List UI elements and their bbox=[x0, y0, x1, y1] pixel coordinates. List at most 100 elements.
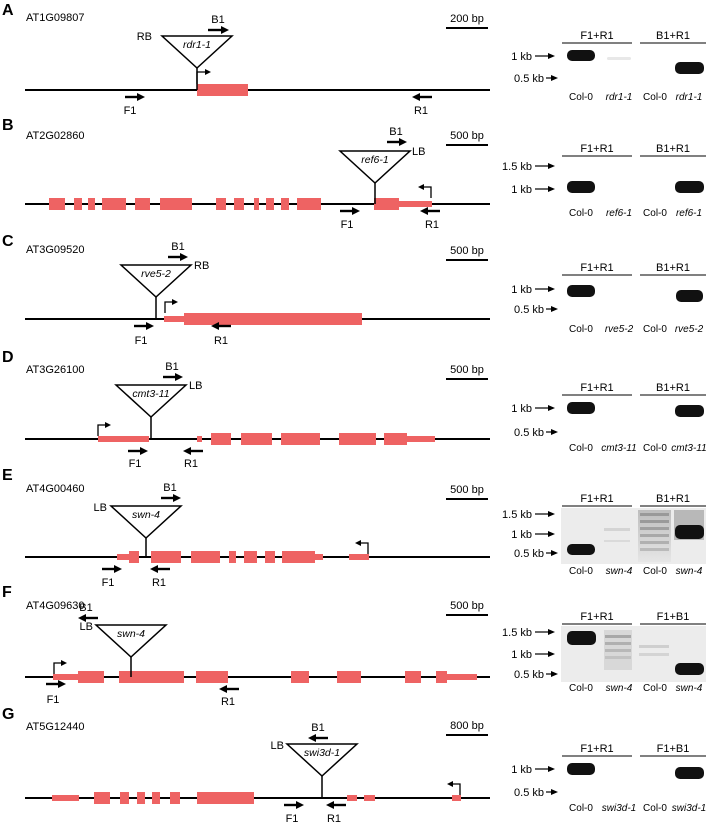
exon bbox=[297, 198, 321, 210]
tdna-border-label: LB bbox=[271, 740, 284, 752]
exon bbox=[197, 84, 248, 96]
lane-label: cmt3-11 bbox=[671, 443, 706, 454]
lane-label: Col-0 bbox=[643, 566, 667, 577]
gel: F1+R1 F1+B1 1.5 kb 1 kb 0.5 kb Col-0 swn… bbox=[502, 611, 706, 694]
primer-r1-label: R1 bbox=[327, 813, 341, 823]
lane-label: swn-4 bbox=[676, 683, 703, 694]
tss-arrowhead bbox=[355, 540, 361, 546]
primer-f1-label: F1 bbox=[135, 335, 148, 347]
gel-band bbox=[567, 285, 595, 297]
gel-header-left: F1+R1 bbox=[580, 143, 613, 155]
gel-header-right: B1+R1 bbox=[656, 262, 690, 274]
gel-band bbox=[640, 548, 669, 551]
exon bbox=[78, 671, 104, 683]
gel-header-right: B1+R1 bbox=[656, 30, 690, 42]
size-marker: 1.5 kb bbox=[502, 627, 532, 639]
lane-label: Col-0 bbox=[569, 208, 593, 219]
gel-band bbox=[605, 635, 631, 638]
exon bbox=[281, 198, 289, 210]
size-marker: 1 kb bbox=[511, 649, 532, 661]
gel-band bbox=[604, 540, 630, 542]
tdna-insertion: swn-4 LB bbox=[94, 502, 181, 557]
gel-header-left: F1+R1 bbox=[580, 493, 613, 505]
lane-label: rdr1-1 bbox=[606, 92, 633, 103]
primer-r1-label: R1 bbox=[184, 458, 198, 470]
gel: F1+R1 B1+R1 1.5 kb 1 kb 0.5 kb Col-0 swn… bbox=[502, 493, 706, 577]
gel-band bbox=[639, 653, 669, 656]
primer-r1: R1 bbox=[412, 93, 432, 117]
gel-band bbox=[675, 181, 704, 193]
exon bbox=[137, 792, 145, 804]
gel: F1+R1 F1+B1 1 kb 0.5 kb Col-0 swi3d-1 Co… bbox=[511, 743, 706, 814]
gene-model bbox=[25, 69, 490, 96]
gel-image bbox=[561, 158, 706, 202]
primer-b1-label: B1 bbox=[163, 482, 176, 494]
primer-r1-label: R1 bbox=[425, 219, 439, 231]
panel-e: E AT4G00460 500 bp swn-4 LB B1 bbox=[2, 467, 706, 589]
gene-id: AT4G09630 bbox=[26, 600, 85, 612]
tdna-border-label: LB bbox=[94, 502, 107, 514]
primer-b1-label: B1 bbox=[171, 241, 184, 253]
gel-header-left: F1+R1 bbox=[580, 30, 613, 42]
gene-model bbox=[25, 422, 490, 445]
utr bbox=[117, 554, 129, 560]
utr bbox=[98, 436, 149, 442]
gene-id: AT5G12440 bbox=[26, 721, 85, 733]
size-marker: 0.5 kb bbox=[514, 669, 544, 681]
utr bbox=[164, 316, 184, 322]
lane-label: Col-0 bbox=[643, 324, 667, 335]
exon bbox=[244, 551, 257, 563]
primer-f1: F1 bbox=[340, 207, 360, 231]
panel-a: A AT1G09807 200 bp rdr1-1 RB B1 F1 R1 bbox=[2, 2, 706, 117]
primer-r1: R1 bbox=[150, 565, 170, 589]
lane-label: Col-0 bbox=[569, 566, 593, 577]
panel-b: B AT2G02860 500 bp ref6-1 L bbox=[2, 117, 706, 231]
exon bbox=[291, 671, 309, 683]
panel-d: D AT3G26100 500 bp cmt3-11 LB B1 bbox=[2, 349, 707, 470]
exon bbox=[135, 198, 150, 210]
primer-r1: R1 bbox=[211, 322, 231, 347]
tss-arrowhead bbox=[418, 184, 424, 190]
scale-bar-label: 500 bp bbox=[450, 245, 484, 257]
exon bbox=[119, 671, 184, 683]
gel-header-left: F1+R1 bbox=[580, 743, 613, 755]
primer-f1: F1 bbox=[128, 447, 148, 470]
gel: F1+R1 B1+R1 1 kb 0.5 kb Col-0 rve5-2 Col… bbox=[511, 262, 706, 335]
gene-model bbox=[25, 781, 490, 804]
exon bbox=[234, 198, 244, 210]
allele-label: rdr1-1 bbox=[183, 39, 211, 51]
lane-label: Col-0 bbox=[643, 683, 667, 694]
allele-label: swi3d-1 bbox=[304, 747, 340, 759]
gel-band bbox=[567, 544, 595, 555]
lane-label: Col-0 bbox=[569, 683, 593, 694]
utr bbox=[452, 795, 461, 801]
gel-band bbox=[675, 767, 704, 779]
primer-b1-label: B1 bbox=[389, 126, 402, 138]
exon bbox=[197, 792, 254, 804]
tdna-border-label: LB bbox=[189, 380, 202, 392]
exon bbox=[191, 551, 220, 563]
exon bbox=[49, 198, 65, 210]
lane-label: swn-4 bbox=[606, 683, 633, 694]
exon bbox=[374, 198, 399, 210]
gel-band bbox=[639, 645, 669, 648]
tdna-border-label: RB bbox=[194, 260, 209, 272]
size-marker: 1 kb bbox=[511, 764, 532, 776]
panel-f: F AT4G09630 500 bp swn-4 LB B1 bbox=[2, 584, 706, 708]
tss-arrowhead bbox=[61, 660, 67, 666]
size-marker: 0.5 kb bbox=[514, 548, 544, 560]
exon bbox=[405, 671, 421, 683]
scale-bar-label: 500 bp bbox=[450, 484, 484, 496]
panel-letter: G bbox=[2, 706, 14, 723]
utr bbox=[315, 554, 323, 560]
lane-label: Col-0 bbox=[569, 443, 593, 454]
panel-letter: F bbox=[2, 584, 12, 601]
gene-id: AT4G00460 bbox=[26, 483, 85, 495]
gel-band bbox=[567, 763, 595, 775]
gene-id: AT3G26100 bbox=[26, 364, 85, 376]
exon bbox=[216, 198, 226, 210]
gel-header-right: F1+B1 bbox=[657, 611, 690, 623]
tdna-insertion: cmt3-11 LB bbox=[116, 380, 202, 439]
primer-r1: R1 bbox=[183, 447, 203, 470]
